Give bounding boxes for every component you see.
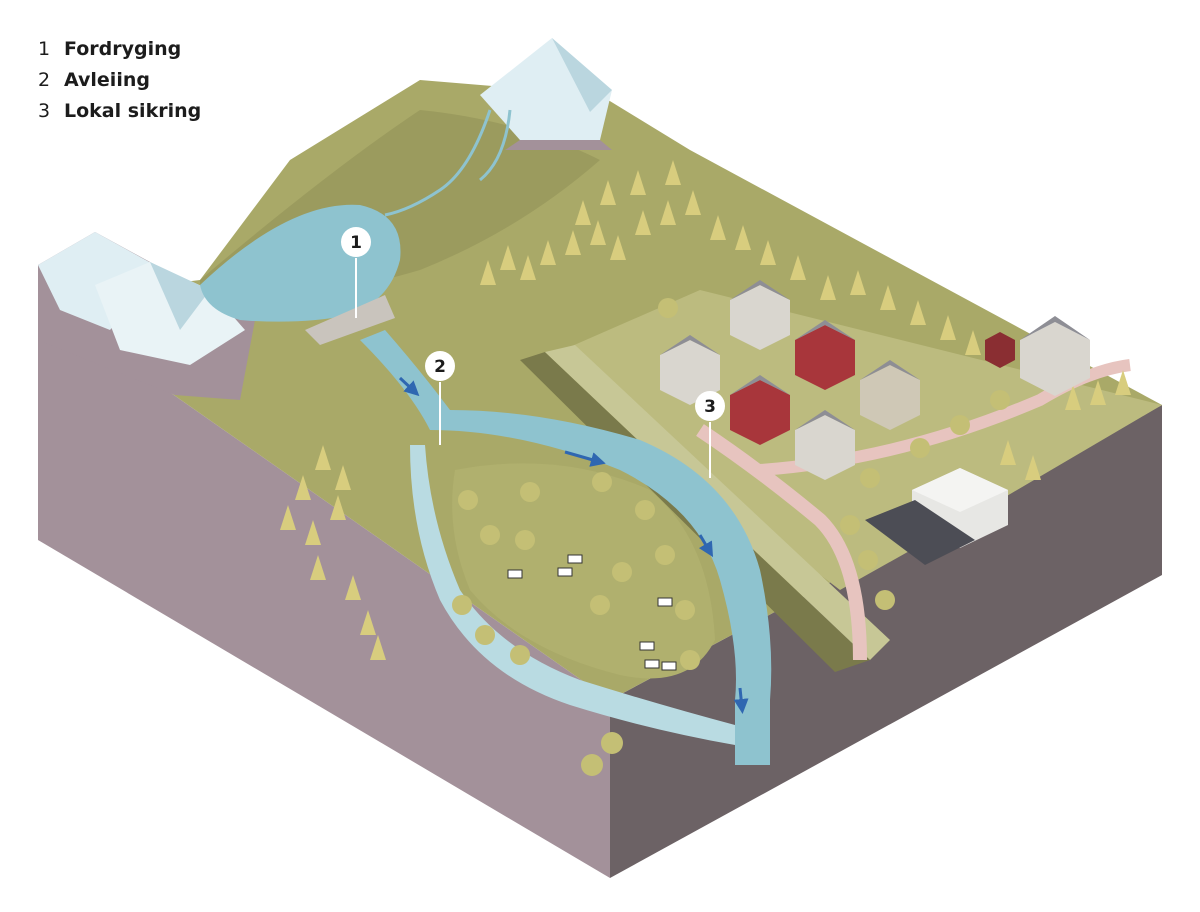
legend-item-1: 1 Fordryging bbox=[38, 34, 201, 65]
house-grey bbox=[660, 335, 720, 405]
legend-number: 1 bbox=[38, 38, 51, 60]
legend: 1 Fordryging 2 Avleiing 3 Lokal sikring bbox=[38, 34, 201, 127]
house-red bbox=[795, 320, 855, 390]
flow-arrows bbox=[398, 376, 749, 714]
houses bbox=[660, 280, 1090, 565]
house-red bbox=[730, 375, 790, 445]
house-grey bbox=[730, 280, 790, 350]
legend-number: 3 bbox=[38, 100, 51, 122]
house-grey bbox=[1020, 316, 1090, 396]
marker-2-number: 2 bbox=[434, 357, 446, 377]
legend-item-2: 2 Avleiing bbox=[38, 65, 201, 96]
house-red bbox=[985, 332, 1015, 368]
marker-1: 1 bbox=[341, 227, 371, 318]
marker-3-number: 3 bbox=[704, 397, 716, 417]
marker-2: 2 bbox=[425, 351, 455, 445]
river-side-channel bbox=[410, 445, 735, 745]
cows bbox=[507, 554, 677, 671]
house-grey bbox=[860, 360, 920, 430]
slope-trees bbox=[280, 445, 386, 660]
dam bbox=[305, 295, 395, 345]
soil-side-left bbox=[38, 300, 610, 878]
road bbox=[696, 424, 867, 661]
river-main bbox=[360, 330, 772, 765]
legend-label: Fordryging bbox=[64, 38, 182, 60]
legend-number: 2 bbox=[38, 69, 51, 91]
parking-lot bbox=[865, 500, 975, 565]
forest-trees bbox=[480, 160, 1131, 480]
meadow-trees bbox=[452, 298, 1010, 776]
marker-3: 3 bbox=[695, 391, 725, 478]
snowy-mountain-right bbox=[480, 38, 612, 150]
house-grey bbox=[795, 410, 855, 480]
marker-1-number: 1 bbox=[350, 233, 362, 253]
legend-label: Lokal sikring bbox=[64, 100, 202, 122]
legend-item-3: 3 Lokal sikring bbox=[38, 96, 201, 127]
glacier-stream bbox=[384, 109, 512, 217]
snowy-mountain-left bbox=[38, 232, 255, 400]
legend-label: Avleiing bbox=[64, 69, 150, 91]
